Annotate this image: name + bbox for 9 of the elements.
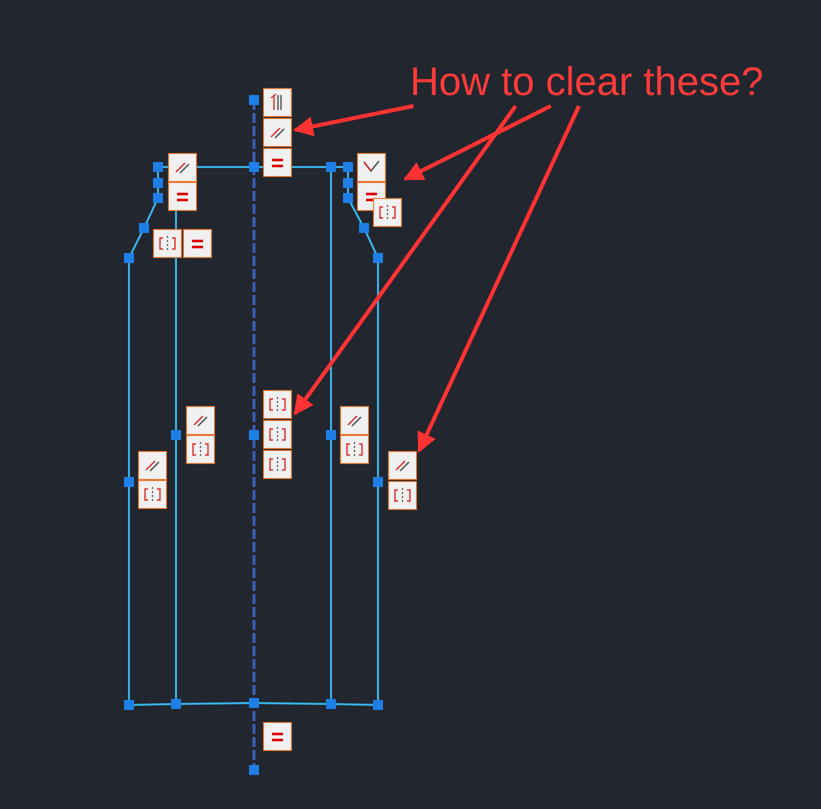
- arrow: [417, 105, 581, 453]
- question-annotation: How to clear these?: [410, 58, 762, 108]
- arrow: [293, 104, 518, 416]
- constraint-icon-stack: [263, 88, 293, 178]
- constraint-icon-stack: [357, 153, 403, 228]
- constraint-icon-stack: [263, 390, 293, 479]
- arrow: [293, 104, 414, 136]
- arrow: [403, 104, 552, 181]
- constraint-icon-stack: [388, 451, 418, 511]
